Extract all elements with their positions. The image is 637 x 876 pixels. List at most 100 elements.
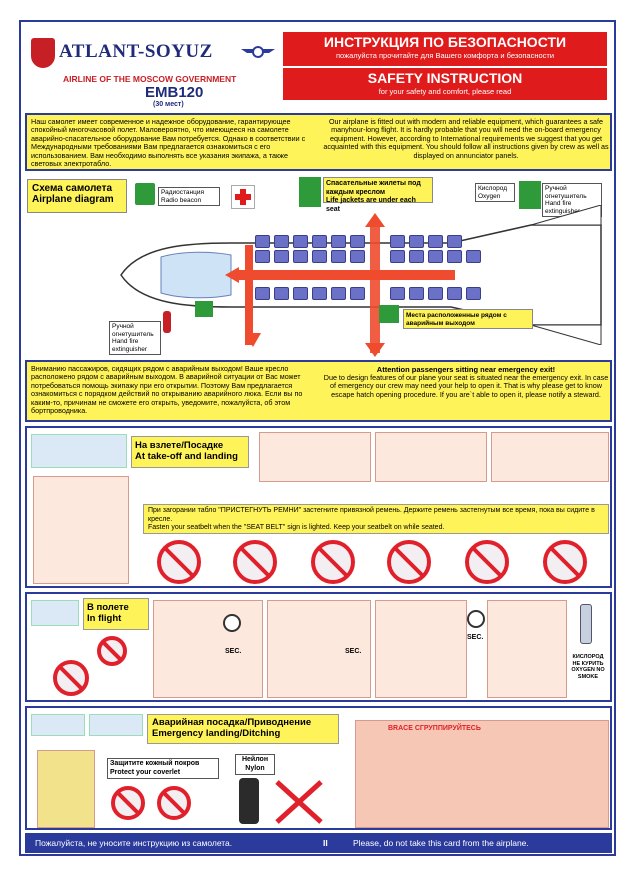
nylon-label: Нейлон Nylon (235, 754, 275, 775)
seatbelt-en: Fasten your seatbelt when the "SEAT BELT… (148, 524, 445, 531)
seat-count: (30 мест) (153, 101, 184, 108)
exit-seats-label: Места расположенные рядом с аварийным вы… (403, 309, 533, 329)
seatbelt-ru: При загорании табло "ПРИСТЕГНУТЬ РЕМНИ" … (148, 507, 595, 523)
legs-illustration (239, 778, 259, 824)
ditching-section: Аварийная посадка/Приводнение Emergency … (25, 706, 612, 830)
protect-ru: Защитите кожный покров (110, 760, 200, 767)
exit-path-vertical (370, 223, 380, 353)
extinguisher-en-top: Hand fire extinguisher (545, 200, 581, 215)
ditching-plane-icon-1 (31, 714, 85, 736)
logo-text: ATLANT-SOYUZ (59, 41, 213, 62)
sec-label-3: SEC. (467, 634, 484, 641)
timer-icon-1 (223, 614, 241, 632)
oxygen-mask-step-3 (375, 600, 467, 698)
subtitle-en: for your safety and comfort, please read (378, 87, 512, 96)
inflight-no-smoking-icon (97, 636, 127, 666)
moscow-emblem-icon (31, 38, 55, 68)
lifejacket-icon (299, 177, 321, 207)
inflight-section: В полете In flight SEC. SEC. SEC. КИСЛОР… (25, 592, 612, 702)
extinguisher-label-bottom: Ручной огнетушитель Hand fire extinguish… (109, 321, 161, 355)
takeoff-title-box: На взлете/Посадке At take-off and landin… (131, 436, 249, 468)
intro-en: Our airplane is fitted out with modern a… (323, 117, 609, 160)
title-en-banner: SAFETY INSTRUCTION for your safety and c… (283, 68, 607, 100)
inflight-title-box: В полете In flight (83, 598, 149, 630)
aisle-path (235, 270, 455, 280)
radio-beacon-label: Радиостанция Radio beacon (158, 187, 220, 206)
inflight-plane-icon (31, 600, 79, 626)
exit-path-rear (245, 245, 253, 345)
lifejackets-ru: Спасательные жилеты под каждым креслом (326, 180, 421, 196)
no-pen-icon (157, 786, 191, 820)
intro-ru: Наш самолет имеет современное и надежное… (31, 117, 306, 169)
brace-label: BRACE СГРУППИРУЙТЕСЬ (388, 725, 481, 732)
extinguisher-en-bottom: Hand fire extinguisher (112, 338, 148, 353)
oxygen-ru: Кислород (478, 185, 508, 192)
protect-en: Protect your coverlet (110, 768, 181, 776)
ditching-title-box: Аварийная посадка/Приводнение Emergency … (147, 714, 339, 744)
seat-block-bottom (255, 287, 495, 303)
seatbelt-step-2 (375, 432, 487, 482)
emergency-exit-en-title: Attention passengers sitting near emerge… (376, 365, 556, 374)
inflight-title-ru: В полете (87, 602, 129, 613)
emergency-exit-en: Due to design features of our plane your… (323, 373, 609, 399)
emergency-exit-panel: Вниманию пассажиров, сидящих рядом с ава… (25, 360, 612, 422)
no-laptop-icon (387, 540, 431, 584)
ditching-plane-icon-2 (89, 714, 143, 736)
sec-label-1: SEC. (225, 648, 242, 655)
title-ru: ИНСТРУКЦИЯ ПО БЕЗОПАСНОСТИ (323, 34, 567, 50)
diagram-title-ru: Схема самолета (32, 183, 113, 194)
airplane-diagram: Схема самолета Airplane diagram Радиоста… (25, 175, 612, 357)
nylon-ru: Нейлон (241, 756, 269, 763)
extinguisher-ru-bottom: Ручной огнетушитель (112, 323, 154, 338)
logo-block: ATLANT-SOYUZ AIRLINE OF THE MOSCOW GOVER… (27, 28, 282, 108)
oxygen-mask-step-1 (153, 600, 263, 698)
exit-sign-bottom-icon (379, 305, 399, 323)
no-electronics-icon (157, 540, 201, 584)
inflight-title-en: In flight (87, 613, 122, 624)
takeoff-section: На взлете/Посадке At take-off and landin… (25, 426, 612, 588)
safety-card: ATLANT-SOYUZ AIRLINE OF THE MOSCOW GOVER… (19, 20, 616, 856)
lifejackets-en: Life jackets are under each seat (326, 197, 416, 213)
passenger-seat-illustration (33, 476, 129, 584)
footer-page-number: II (323, 838, 328, 848)
radio-beacon-ru: Радиостанция (161, 189, 205, 196)
footer-bar: Пожалуйста, не уносите инструкцию из сам… (25, 833, 612, 853)
oxygen-mask-step-2 (267, 600, 371, 698)
radio-beacon-icon (135, 183, 155, 205)
lifejacket-label: Спасательные жилеты под каждым креслом L… (323, 177, 433, 213)
emergency-exit-ru: Вниманию пассажиров, сидящих рядом с ава… (31, 364, 303, 416)
takeoff-title-ru: На взлете/Посадке (135, 440, 224, 451)
no-cd-player-icon (311, 540, 355, 584)
no-smoking-icon (543, 540, 587, 584)
oxygen-label-top: Кислород Oxygen (475, 183, 515, 202)
seatbelt-instruction: При загорании табло "ПРИСТЕГНУТЬ РЕМНИ" … (143, 504, 609, 534)
no-glasses-icon (111, 786, 145, 820)
no-camera-icon (233, 540, 277, 584)
seat-block-mid (255, 235, 495, 251)
airline-subtitle: AIRLINE OF THE MOSCOW GOVERNMENT (63, 74, 237, 84)
oxygen-icon (519, 181, 541, 209)
subtitle-ru: пожалуйста прочитайте для Вашего комфорт… (335, 51, 555, 60)
exit-arrows (225, 213, 385, 357)
oxygen-bottle-icon (580, 604, 592, 644)
wings-icon (241, 45, 275, 59)
footer-en: Please, do not take this card from the a… (353, 838, 529, 848)
oxygen-mask-step-4 (487, 600, 567, 698)
protect-coverlet-label: Защитите кожный покров Protect your cove… (107, 758, 219, 779)
extinguisher-bottom-icon (163, 311, 171, 333)
nylon-en: Nylon (245, 764, 265, 772)
seatbelt-step-1 (259, 432, 371, 482)
extinguisher-label-top: Ручной огнетушитель Hand fire extinguish… (542, 183, 602, 217)
first-aid-icon (231, 185, 255, 209)
sec-label-2: SEC. (345, 648, 362, 655)
footer-ru: Пожалуйста, не уносите инструкцию из сам… (35, 838, 233, 848)
diagram-title-box: Схема самолета Airplane diagram (27, 179, 127, 213)
brace-position-illustration: BRACE СГРУППИРУЙТЕСЬ (355, 720, 609, 828)
seatbelt-step-3 (491, 432, 609, 482)
title-ru-banner: ИНСТРУКЦИЯ ПО БЕЗОПАСНОСТИ пожалуйста пр… (283, 32, 607, 66)
exit-sign-left-icon (195, 301, 213, 317)
diagram-title-en: Airplane diagram (32, 194, 114, 205)
takeoff-title-en: At take-off and landing (135, 451, 238, 462)
intro-panel: Наш самолет имеет современное и надежное… (25, 113, 612, 171)
ditching-title-ru: Аварийная посадка/Приводнение (152, 717, 312, 728)
